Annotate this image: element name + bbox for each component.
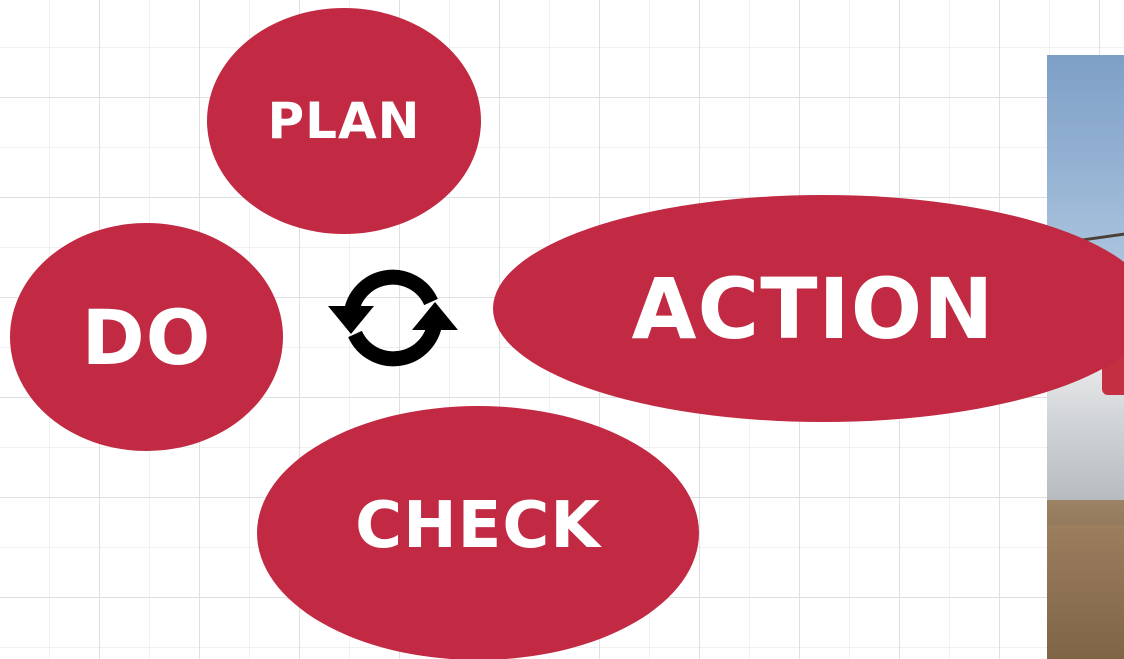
action-label: ACTION	[631, 259, 995, 358]
cycle-arrows-icon	[328, 269, 458, 367]
check-label: CHECK	[355, 488, 601, 563]
plan-node: PLAN	[207, 8, 481, 234]
plan-label: PLAN	[267, 92, 421, 150]
do-label: DO	[81, 292, 212, 382]
do-node: DO	[10, 223, 283, 451]
photo-ground	[1047, 525, 1124, 659]
check-node: CHECK	[257, 406, 699, 659]
action-node: ACTION	[493, 195, 1124, 422]
